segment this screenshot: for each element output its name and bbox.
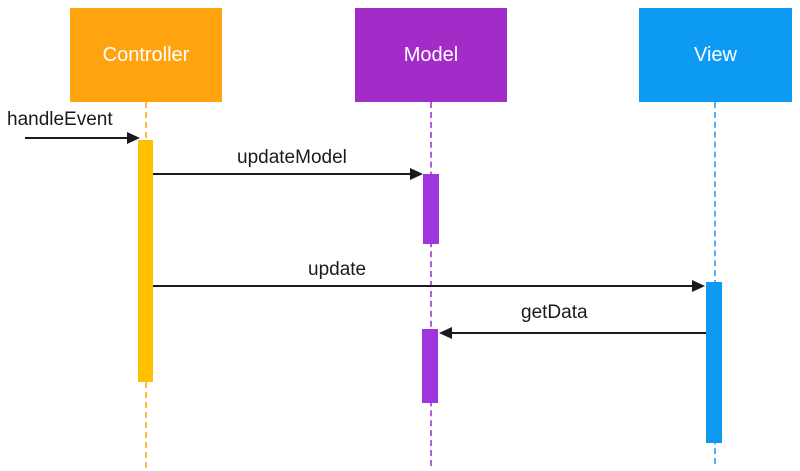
message-line-getData — [452, 332, 706, 334]
message-label-handleEvent: handleEvent — [7, 109, 113, 130]
message-line-updateModel — [153, 173, 410, 175]
message-line-update — [153, 285, 692, 287]
participant-box-model: Model — [355, 8, 507, 102]
activation-bar-model-2 — [422, 329, 438, 403]
message-label-updateModel: updateModel — [237, 147, 347, 168]
message-line-handleEvent — [25, 137, 127, 139]
message-label-getData: getData — [521, 302, 588, 323]
participant-box-controller: Controller — [70, 8, 222, 102]
participant-label-controller: Controller — [102, 43, 190, 66]
activation-bar-view — [706, 282, 722, 443]
activation-bar-controller — [138, 140, 153, 382]
participant-box-view: View — [639, 8, 792, 102]
arrowhead-icon-getData — [439, 327, 452, 339]
participant-label-model: Model — [403, 43, 459, 66]
message-label-update: update — [308, 259, 367, 280]
arrowhead-icon-updateModel — [410, 168, 423, 180]
arrowhead-icon-update — [692, 280, 705, 292]
arrowhead-icon-handleEvent — [127, 132, 140, 144]
activation-bar-model-1 — [423, 174, 439, 244]
participant-label-view: View — [694, 43, 737, 66]
lifeline-model — [430, 102, 432, 466]
